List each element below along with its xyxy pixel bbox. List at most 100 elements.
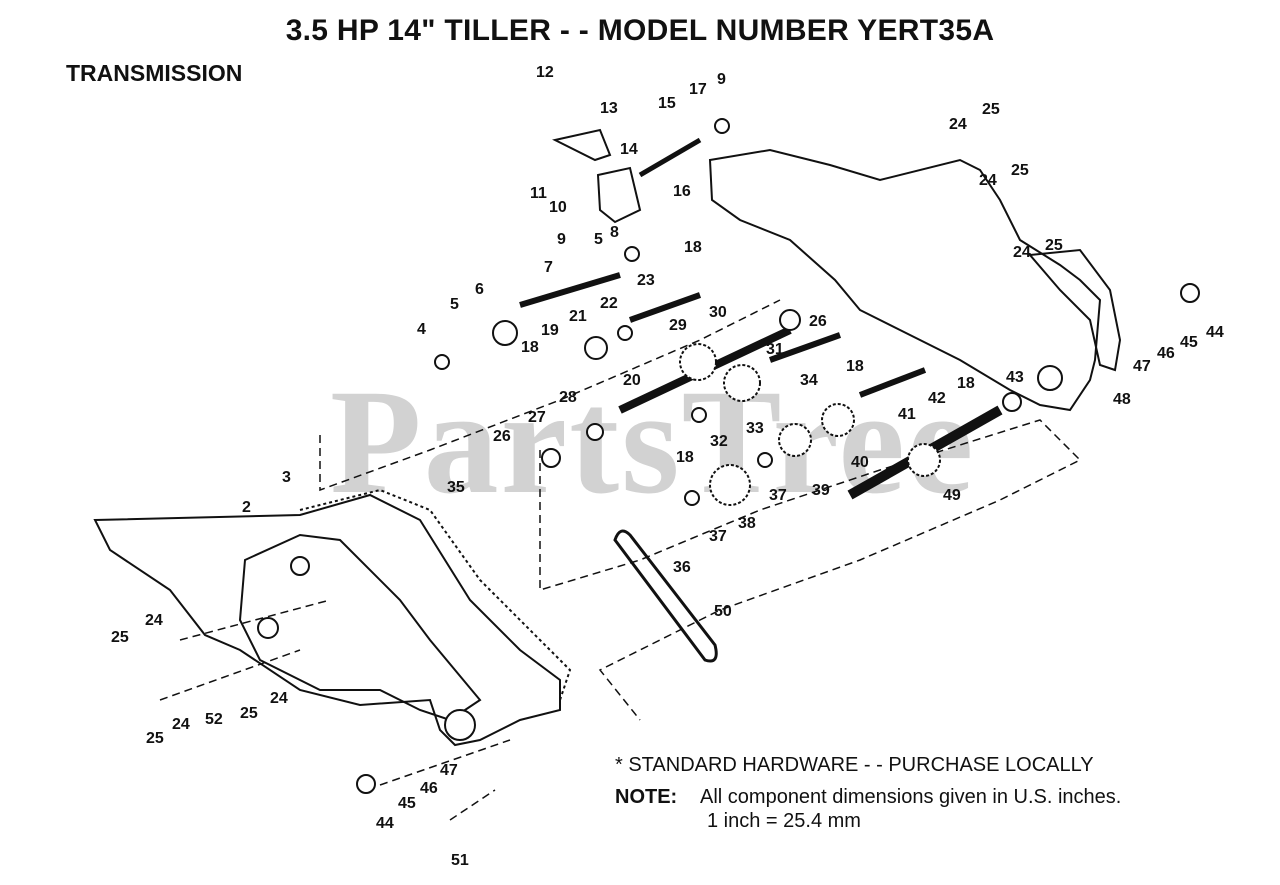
watermark: PartsTree — [330, 359, 976, 525]
axle-bore-2 — [257, 617, 279, 639]
bushing-8 — [624, 246, 640, 262]
callout-12: 12 — [536, 64, 554, 81]
belt-50 — [613, 529, 718, 663]
bushing-27 — [541, 448, 561, 468]
sprocket-33 — [723, 364, 761, 402]
callout-32: 32 — [710, 433, 728, 450]
callout-44a: 44 — [1206, 324, 1224, 341]
sprocket-29 — [679, 343, 717, 381]
left-housing-half — [93, 493, 561, 747]
callout-6: 6 — [475, 281, 484, 298]
callout-34: 34 — [800, 372, 818, 389]
callout-8: 8 — [610, 224, 619, 241]
callout-30: 30 — [709, 304, 727, 321]
callout-21: 21 — [569, 308, 587, 325]
right-housing-half — [708, 148, 1102, 412]
callout-20: 20 — [623, 372, 641, 389]
callout-19: 19 — [541, 322, 559, 339]
callout-5b: 5 — [450, 296, 459, 313]
callout-25c: 25 — [1045, 237, 1063, 254]
callout-42: 42 — [928, 390, 946, 407]
callout-40: 40 — [851, 454, 869, 471]
callout-13: 13 — [600, 100, 618, 117]
hub-48 — [1037, 365, 1063, 391]
bearing-44-right — [1180, 283, 1200, 303]
shaft-centerline-1 — [319, 299, 781, 492]
bushing-22 — [617, 325, 633, 341]
callout-24c: 24 — [1013, 244, 1031, 261]
bushing-17 — [714, 118, 730, 134]
callout-49: 49 — [943, 487, 961, 504]
callout-22: 22 — [600, 295, 618, 312]
sprocket-38 — [709, 464, 751, 506]
shaft-7 — [519, 272, 621, 308]
note-text-line1: All component dimensions given in U.S. i… — [700, 786, 1122, 808]
bracket-13 — [552, 128, 612, 162]
sprocket-49 — [907, 443, 941, 477]
bushing-37b — [684, 490, 700, 506]
shaft-16 — [638, 137, 702, 178]
bushing-32 — [691, 407, 707, 423]
callout-26b: 26 — [493, 428, 511, 445]
callout-24a: 24 — [949, 116, 967, 133]
callout-24b: 24 — [979, 172, 997, 189]
callout-37b: 37 — [709, 528, 727, 545]
block-14 — [596, 166, 642, 224]
callout-10: 10 — [549, 199, 567, 216]
callout-11: 11 — [530, 185, 547, 202]
callout-38: 38 — [738, 515, 756, 532]
callout-35: 35 — [447, 479, 465, 496]
sprocket-39 — [778, 423, 812, 457]
callout-23: 23 — [637, 272, 655, 289]
shaft-centerline-2 — [539, 419, 1082, 721]
callout-46b: 46 — [420, 780, 438, 797]
sprocket-40 — [821, 403, 855, 437]
callout-48: 48 — [1113, 391, 1131, 408]
callout-25a: 25 — [982, 101, 1000, 118]
callout-25e: 25 — [146, 730, 164, 747]
callout-14: 14 — [620, 141, 638, 158]
callout-45a: 45 — [1180, 334, 1198, 351]
callout-2: 2 — [242, 499, 251, 516]
callout-9: 9 — [717, 71, 726, 88]
note-text-line2: 1 inch = 25.4 mm — [707, 810, 861, 832]
callout-18: 18 — [684, 239, 702, 256]
callout-15: 15 — [658, 95, 676, 112]
callout-9b: 9 — [557, 231, 566, 248]
left-housing-gasket — [299, 488, 572, 701]
callout-18c: 18 — [846, 358, 864, 375]
callout-39: 39 — [812, 482, 830, 499]
bushing-28 — [586, 423, 604, 441]
page-title: 3.5 HP 14" TILLER - - MODEL NUMBER YERT3… — [285, 14, 995, 47]
callout-36: 36 — [673, 559, 691, 576]
shaft-23 — [628, 292, 702, 323]
callout-5: 5 — [594, 231, 603, 248]
callout-4: 4 — [417, 321, 426, 338]
callout-46a: 46 — [1157, 345, 1175, 362]
callout-33: 33 — [746, 420, 764, 437]
gear-21 — [584, 336, 608, 360]
callout-43: 43 — [1006, 369, 1024, 386]
callout-25f: 25 — [240, 705, 258, 722]
bearing-44-left — [356, 774, 376, 794]
callout-18b: 18 — [521, 339, 539, 356]
bushing-37a — [757, 452, 773, 468]
callout-37a: 37 — [769, 487, 787, 504]
callout-27: 27 — [528, 409, 546, 426]
gear-6 — [492, 320, 518, 346]
hub-left — [444, 709, 476, 741]
callout-24e: 24 — [172, 716, 190, 733]
callout-3: 3 — [282, 469, 291, 486]
right-housing-arm — [1027, 248, 1122, 372]
callout-24f: 24 — [270, 690, 288, 707]
callout-41: 41 — [898, 406, 916, 423]
gear-31 — [779, 309, 801, 331]
callout-24d: 24 — [145, 612, 163, 629]
callout-28: 28 — [559, 389, 577, 406]
standard-hardware-note: * STANDARD HARDWARE - - PURCHASE LOCALLY — [615, 754, 1094, 776]
bushing-4 — [434, 354, 450, 370]
callout-25b: 25 — [1011, 162, 1029, 179]
callout-51: 51 — [451, 852, 469, 869]
